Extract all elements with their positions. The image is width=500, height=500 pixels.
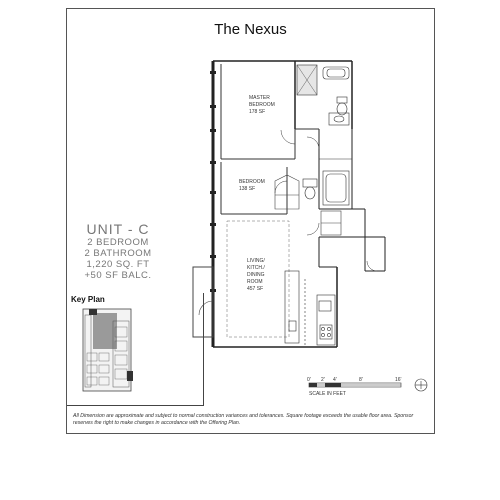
kitchen xyxy=(284,270,336,346)
scale-tick-0: 0' xyxy=(307,377,311,383)
scale-tick-4: 4' xyxy=(333,377,337,383)
unit-summary: UNIT - C 2 BEDROOM 2 BATHROOM 1,220 SQ. … xyxy=(73,221,163,281)
unit-bathrooms: 2 BATHROOM xyxy=(84,248,152,259)
living-dashed-area xyxy=(226,220,290,338)
living-area: 457 SF xyxy=(247,286,263,292)
key-plan-frame xyxy=(67,293,204,406)
scale-label: SCALE IN FEET xyxy=(309,391,346,397)
living-label-line1: LIVING/ xyxy=(247,258,265,264)
scale-tick-16: 16' xyxy=(395,377,402,383)
key-plan-label: Key Plan xyxy=(71,295,105,304)
living-label-line4: ROOM xyxy=(247,279,263,285)
unit-area: 1,220 SQ. FT xyxy=(86,259,150,270)
unit-balcony: +50 SF BALC. xyxy=(84,270,152,281)
master-bath xyxy=(296,64,350,126)
unit-bedrooms: 2 BEDROOM xyxy=(87,237,149,248)
bedroom-area: 138 SF xyxy=(239,186,255,192)
living-label-line3: DINING xyxy=(247,272,265,278)
floor-plan-sheet: The Nexus UNIT - C 2 BEDROOM 2 BATHROOM … xyxy=(66,8,435,434)
scale-bar: 0' 2' 4' 8' 16' SCALE IN FEET xyxy=(307,377,402,397)
master-bedroom-label: MASTER xyxy=(249,95,270,101)
scale-tick-8: 8' xyxy=(359,377,363,383)
floor-plan-drawing: MASTER BEDROOM 178 SF BEDROOM 138 SF LIV… xyxy=(82,60,428,397)
scale-tick-2: 2' xyxy=(321,377,325,383)
bedroom-label: BEDROOM xyxy=(239,179,265,185)
disclaimer-text: All Dimension are approximate and subjec… xyxy=(73,413,414,426)
unit-name: UNIT - C xyxy=(86,221,150,237)
interior-walls xyxy=(220,64,378,272)
north-arrow-icon xyxy=(414,378,428,392)
balcony xyxy=(192,266,214,338)
building-title: The Nexus xyxy=(214,21,287,38)
key-plan-graphic xyxy=(82,308,133,392)
master-bedroom-label-line2: BEDROOM xyxy=(249,102,275,108)
closets xyxy=(274,174,342,236)
master-bedroom-area: 178 SF xyxy=(249,109,265,115)
second-bath xyxy=(302,158,352,206)
living-label-line2: KITCH./ xyxy=(247,265,265,271)
